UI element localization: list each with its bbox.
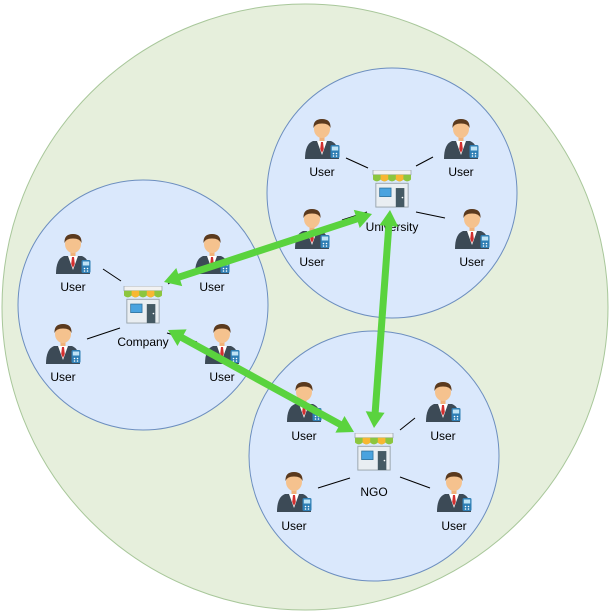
company-label: Company [117,335,168,349]
user-label: User [50,370,75,384]
user-label: User [309,165,334,179]
user-label: User [448,165,473,179]
university-company-arrow [164,209,372,287]
user-label: User [60,280,85,294]
university-user-node: User [455,209,490,269]
ngo-user-connector-2 [399,417,416,431]
user-label: User [209,370,234,384]
university-user-connector-4 [415,211,446,219]
ngo-user-connector-4 [399,476,431,489]
ngo-user-node: User [437,472,472,533]
university-ngo-arrow [365,210,399,428]
ngo-label: NGO [360,485,387,499]
user-label: User [459,255,484,269]
company-user-connector-3 [86,327,121,340]
company-user-node: User [56,234,91,294]
user-label: User [299,255,324,269]
university-user-connector-2 [415,156,434,167]
user-label: User [430,429,455,443]
ngo-user-node: User [277,472,312,533]
storefront-icon [354,433,394,471]
ngo-user-connector-3 [317,477,351,489]
storefront-icon [372,170,412,208]
ngo-user-node: User [287,382,322,443]
link-arrows [164,209,399,433]
university-user-node: User [295,209,330,269]
company-ngo-arrow [168,329,354,433]
university-user-node: User [305,119,340,179]
company-user-node: User [195,234,230,294]
university-user-node: User [444,119,479,179]
user-label: User [291,429,316,443]
company-user-node: User [205,324,240,384]
user-label: User [281,519,306,533]
ngo-user-node: User [426,382,461,443]
company-user-connector-1 [102,268,122,282]
ngo-node: NGO [354,433,394,499]
user-label: User [199,280,224,294]
diagram-nodes: CompanyUserUserUserUserUniversityUserUse… [46,119,490,533]
university-user-connector-1 [345,157,369,169]
user-label: User [441,519,466,533]
storefront-icon [123,286,163,324]
company-node: Company [117,286,169,349]
company-user-node: User [46,324,81,384]
